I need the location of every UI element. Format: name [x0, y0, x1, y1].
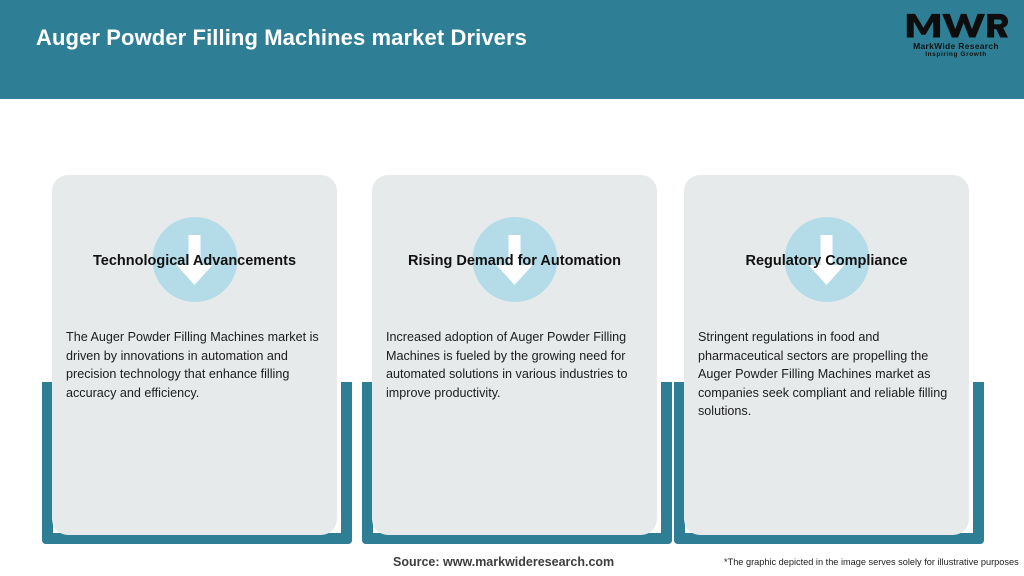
logo-company-name: MarkWide Research [913, 41, 999, 51]
driver-card-body: Stringent regulations in food and pharma… [698, 330, 948, 418]
driver-column-2: Rising Demand for Automation Increased a… [362, 99, 672, 545]
footer-disclaimer: *The graphic depicted in the image serve… [724, 557, 1019, 567]
card-accent-frame [362, 382, 672, 544]
down-arrow-glyph [176, 234, 213, 285]
footer-source: Source: www.markwideresearch.com [393, 555, 615, 569]
driver-column-3: Regulatory Compliance Stringent regulati… [674, 99, 984, 545]
driver-card-1[interactable]: Technological Advancements The Auger Pow… [52, 175, 337, 535]
down-arrow-icon [784, 217, 869, 302]
driver-card-title: Technological Advancements [92, 253, 297, 269]
down-arrow-icon [152, 217, 237, 302]
driver-card-body: The Auger Powder Filling Machines market… [66, 330, 319, 400]
down-arrow-icon [472, 217, 557, 302]
page-title: Auger Powder Filling Machines market Dri… [36, 25, 527, 50]
driver-card-title: Regulatory Compliance [745, 253, 908, 269]
logo-tagline: Inspiring Growth [925, 51, 987, 58]
card-accent-frame [42, 382, 352, 544]
brand-logo: MarkWide Research Inspiring Growth [904, 8, 1008, 64]
driver-card-3[interactable]: Regulatory Compliance Stringent regulati… [684, 175, 969, 535]
driver-column-1: Technological Advancements The Auger Pow… [42, 99, 352, 545]
driver-card-title: Rising Demand for Automation [408, 253, 621, 269]
driver-card-body: Increased adoption of Auger Powder Filli… [386, 330, 628, 400]
down-arrow-glyph [808, 234, 845, 285]
page-header: Auger Powder Filling Machines market Dri… [0, 0, 1024, 99]
down-arrow-glyph [496, 234, 533, 285]
driver-card-2[interactable]: Rising Demand for Automation Increased a… [372, 175, 657, 535]
mwr-logo-icon [906, 13, 1008, 38]
drivers-card-group: Technological Advancements The Auger Pow… [0, 99, 1024, 544]
card-accent-frame [674, 382, 984, 544]
